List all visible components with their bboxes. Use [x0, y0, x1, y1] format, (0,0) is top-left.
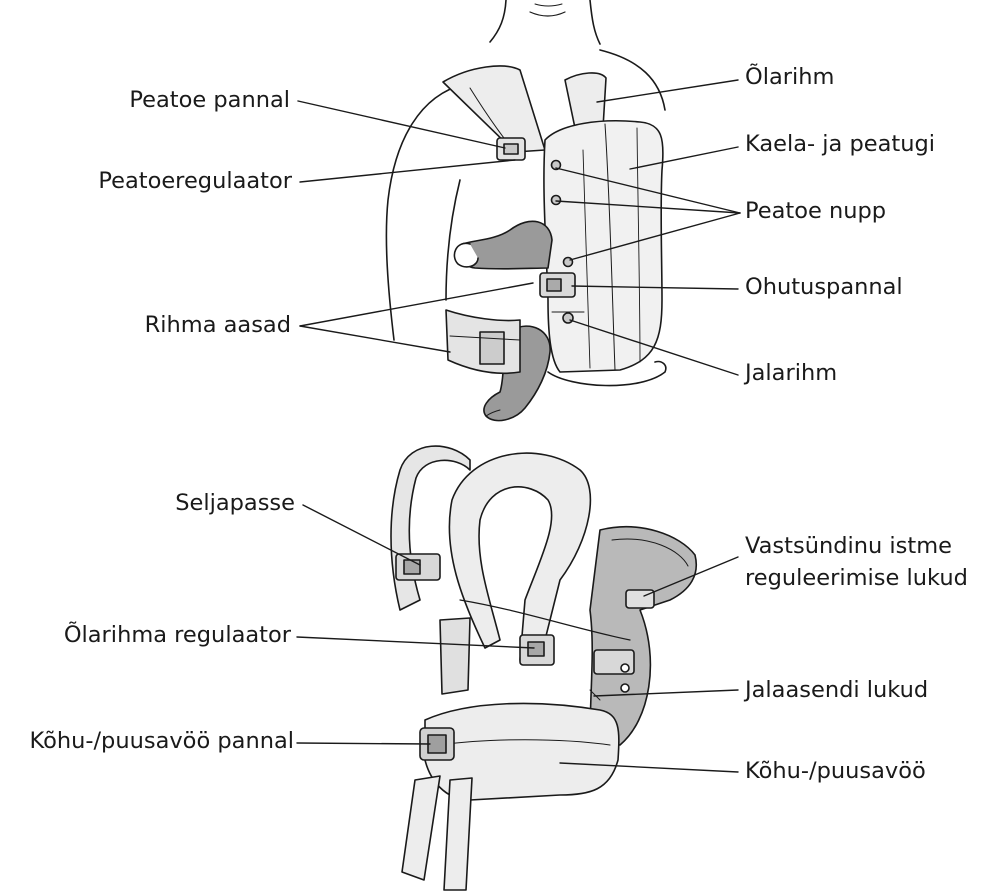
label-vastsundinu-istme: Vastsündinu istme reguleerimise lukud: [745, 533, 968, 591]
baby-leg: [483, 325, 551, 422]
label-peatoeregulaator: Peatoeregulaator: [98, 168, 292, 194]
person-chin-2: [534, 3, 563, 7]
carrier-body: [543, 120, 664, 373]
label-kaela-ja-peatugi: Kaela- ja peatugi: [745, 131, 936, 157]
cross-strap: [459, 599, 631, 641]
person-neck-right: [589, 0, 601, 45]
left-shoulder-strap: [442, 65, 546, 153]
head-support-knob-3: [562, 256, 574, 268]
leg-lock-1: [620, 663, 630, 673]
label-jalarihm: Jalarihm: [745, 360, 838, 386]
person-neck: [489, 0, 507, 43]
carrier-body-seam: [604, 123, 616, 371]
seat-panel: [589, 526, 697, 746]
hanging-strap-left: [439, 617, 471, 695]
head-support-knob-2: [550, 194, 562, 206]
leg-lock-2: [620, 683, 630, 693]
label-olarihm: Õlarihm: [745, 64, 835, 90]
carrier-base: [547, 360, 667, 387]
front-carry-figure: [385, 0, 667, 422]
label-peatoe-pannal: Peatoe pannal: [129, 87, 290, 113]
waist-strap-hanging-2: [443, 777, 473, 891]
label-jalaasendi-lukud: Jalaasendi lukud: [745, 677, 929, 703]
label-peatoe-nupp: Peatoe nupp: [745, 198, 887, 224]
newborn-seat-lock: [625, 589, 655, 609]
person-left-arm: [385, 83, 466, 341]
label-ohutuspannal: Ohutuspannal: [745, 274, 903, 300]
leg-strap-knob: [562, 312, 574, 324]
label-olarihma-regulaator: Õlarihma regulaator: [63, 622, 291, 648]
right-shoulder-strap: [564, 72, 607, 129]
person-right-shoulder: [599, 49, 666, 111]
waist-strap-hanging-1: [401, 775, 441, 881]
label-rihma-aasad: Rihma aasad: [144, 312, 291, 338]
person-chin: [529, 11, 566, 17]
leader-lines: [296, 79, 741, 773]
carrier-back-figure: [390, 445, 697, 891]
baby-hand: [453, 242, 479, 268]
shoulder-strap-loop: [448, 452, 592, 665]
label-kohu-puusavoo: Kõhu-/puusavöö: [745, 758, 926, 784]
person-side-left: [445, 179, 461, 301]
head-support-knob-1: [550, 159, 562, 171]
baby-arm: [458, 220, 553, 270]
label-seljapasse: Seljapasse: [175, 490, 295, 516]
label-kohu-puusavoo-pannal: Kõhu-/puusavöö pannal: [29, 728, 294, 754]
